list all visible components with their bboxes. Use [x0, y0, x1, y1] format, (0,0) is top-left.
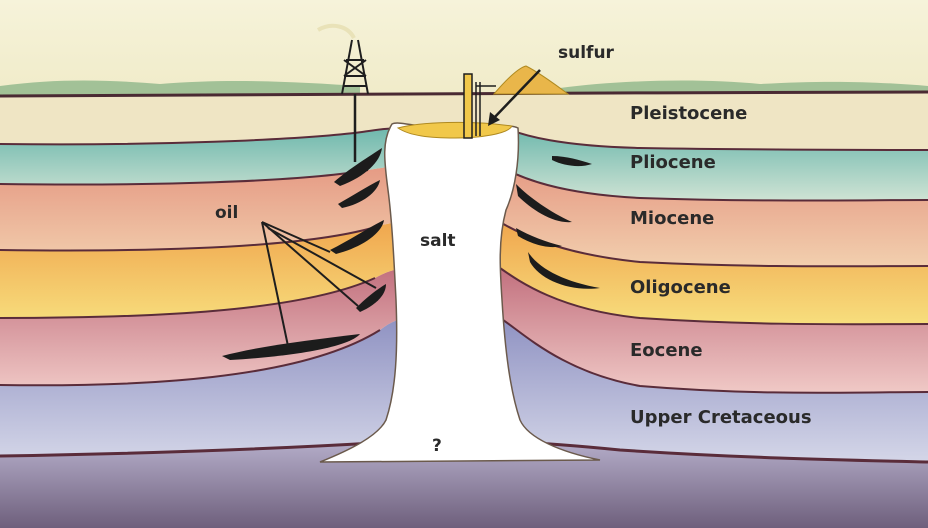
label-unknown-base: ?	[432, 436, 442, 456]
label-upper-cretaceous: Upper Cretaceous	[630, 407, 812, 428]
label-oligocene: Oligocene	[630, 277, 731, 298]
label-miocene: Miocene	[630, 208, 714, 229]
label-sulfur: sulfur	[558, 43, 615, 63]
label-pleistocene: Pleistocene	[630, 103, 747, 124]
label-pliocene: Pliocene	[630, 152, 716, 173]
label-oil: oil	[215, 203, 238, 223]
label-eocene: Eocene	[630, 340, 703, 361]
label-salt: salt	[420, 231, 456, 251]
